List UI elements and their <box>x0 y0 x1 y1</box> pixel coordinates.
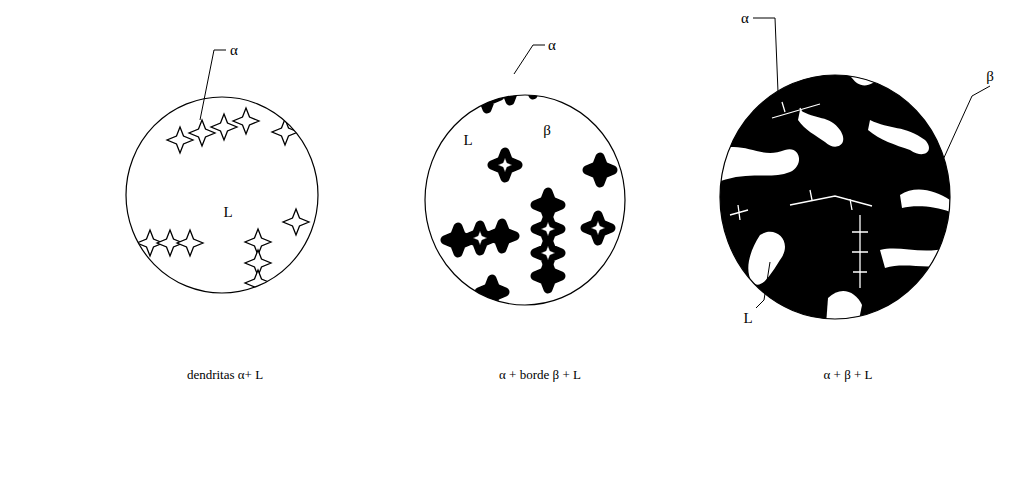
microstructure-circle: αβLα + β + L <box>720 75 950 319</box>
dendrite-arm <box>233 108 259 134</box>
dendrite-skeleton <box>790 190 872 210</box>
liquid-pool <box>868 120 929 154</box>
leader-line <box>514 45 545 74</box>
beta-rim <box>489 223 515 249</box>
liquid-pool <box>826 291 862 325</box>
dendrite-arm <box>167 127 193 153</box>
dendrite-skeleton <box>730 205 748 220</box>
circle-outline <box>425 95 625 305</box>
liquid-pool <box>880 248 952 268</box>
alpha-core <box>473 231 487 245</box>
microstructure-circle: αβLα + borde β + L <box>425 95 625 305</box>
beta-rim <box>535 263 561 289</box>
dendrite-arm <box>189 120 215 146</box>
alpha-core <box>473 71 605 260</box>
phase-label: L <box>462 132 473 149</box>
phase-label: β <box>542 122 552 139</box>
alpha-core <box>541 222 555 236</box>
alpha-dendrites <box>137 108 309 296</box>
circle-outline <box>425 95 625 305</box>
alpha-core <box>498 158 512 172</box>
alpha-core <box>591 221 605 235</box>
caption-text: α + borde β + L <box>498 368 582 382</box>
caption-text: dendritas α+ L <box>186 368 264 382</box>
dendrite-arm <box>177 230 203 256</box>
phase-label: β <box>985 68 995 85</box>
liquid-pool <box>748 232 785 285</box>
phase-label: α <box>229 42 239 59</box>
beta-rim <box>492 152 518 178</box>
liquid-pool <box>900 190 950 212</box>
dendrite-arm <box>245 270 271 296</box>
dendrite-skeleton <box>730 102 872 288</box>
phase-label: L <box>222 204 233 221</box>
leader-line <box>756 262 770 308</box>
dendrite-skeleton <box>772 102 820 118</box>
circle-outline <box>126 97 318 293</box>
liquid-pools <box>718 72 952 325</box>
dendrite-skeleton <box>852 215 868 288</box>
leader-line <box>200 50 226 120</box>
solid-phases <box>715 70 955 325</box>
dendrite-arm <box>272 119 298 145</box>
liquid-pool <box>718 147 799 182</box>
alpha-beta-liquid <box>715 70 955 325</box>
liquid-pool <box>798 110 843 147</box>
beta-rim <box>585 215 611 241</box>
alpha-core <box>549 71 563 85</box>
alpha-core <box>526 75 540 89</box>
phase-label: α <box>740 10 750 27</box>
alpha-core <box>541 246 555 260</box>
circle-outline <box>126 97 318 293</box>
circle-outline <box>720 75 950 319</box>
beta-border <box>445 65 613 305</box>
dendrite-arm <box>283 209 309 235</box>
beta-rim <box>474 83 500 109</box>
circle-outline <box>720 75 950 319</box>
phase-label: L <box>742 310 753 327</box>
beta-rim <box>587 157 613 183</box>
alpha-core <box>503 81 517 95</box>
dendrite-arm <box>211 114 237 140</box>
beta-rim <box>543 65 569 91</box>
leader-line <box>942 86 990 162</box>
microstructure-circle: αLdendritas α+ L <box>126 97 318 293</box>
caption-text: α + β + L <box>822 368 873 382</box>
phase-label: α <box>547 37 557 54</box>
alpha-with-beta-border <box>445 65 613 305</box>
leader-line <box>753 18 778 92</box>
beta-rim <box>479 279 505 305</box>
beta-rim <box>497 75 523 101</box>
beta-rim <box>520 69 546 95</box>
